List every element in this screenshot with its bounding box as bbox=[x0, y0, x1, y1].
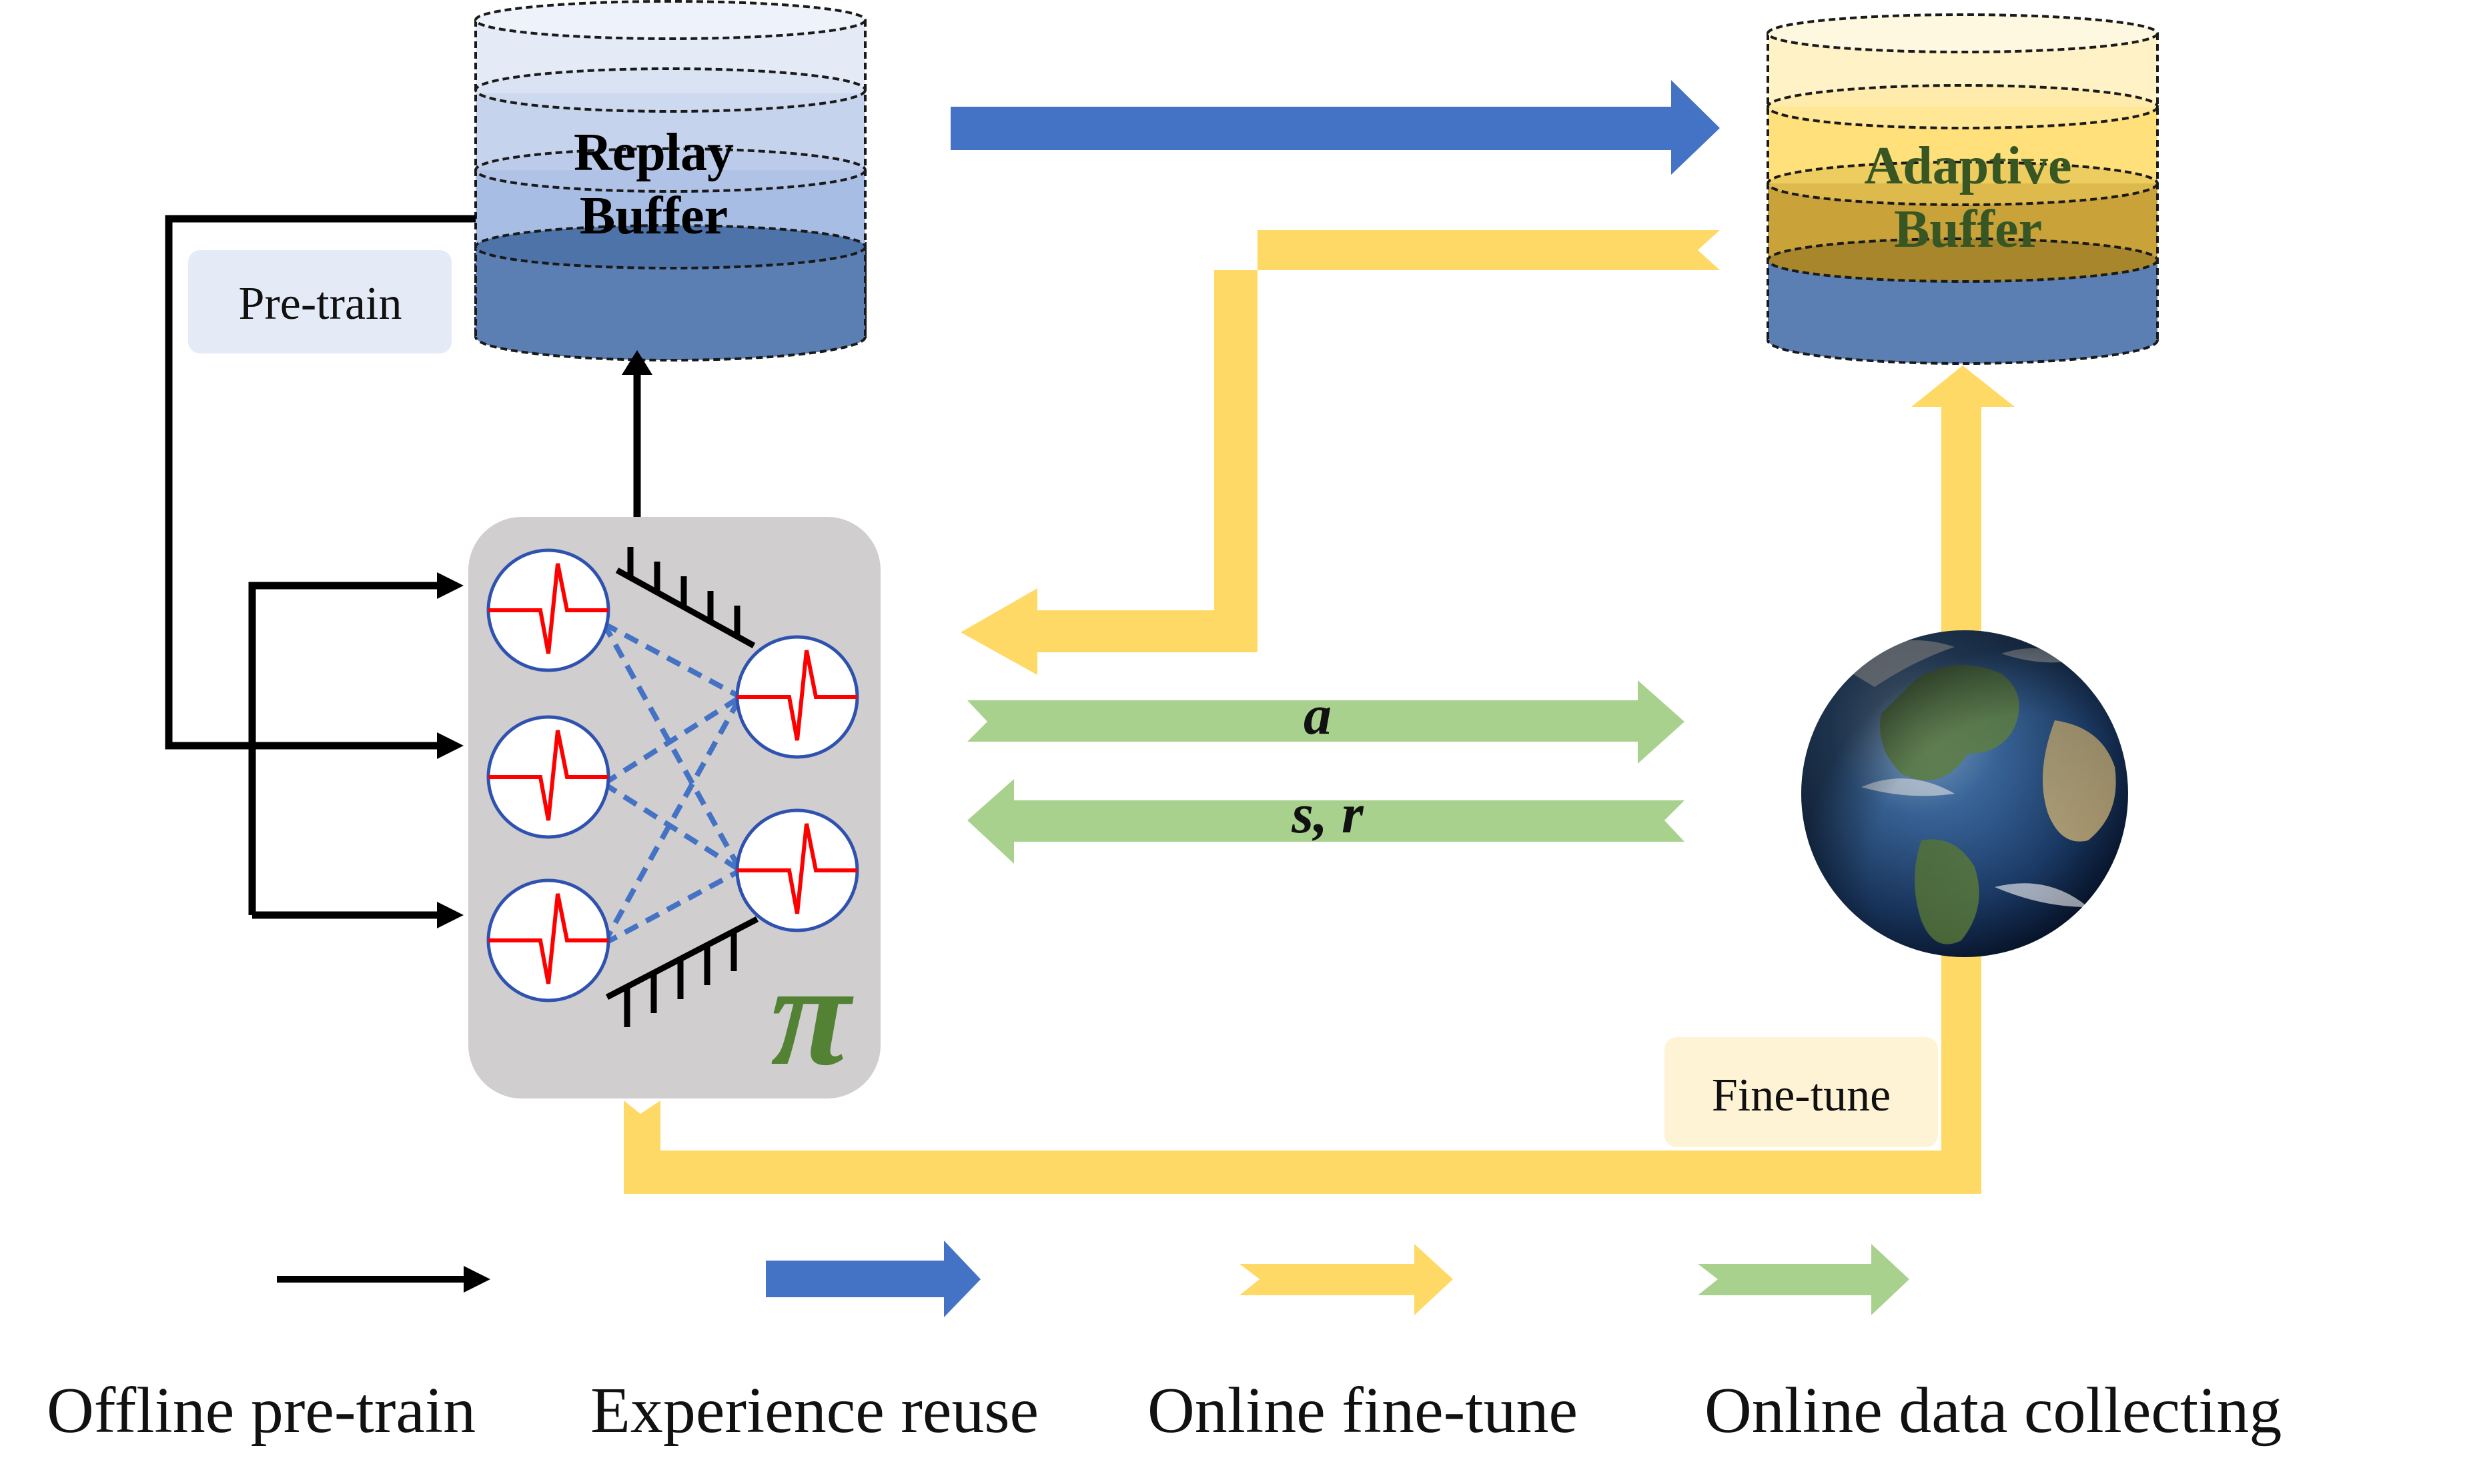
finetune-label-box bbox=[1664, 1037, 1938, 1147]
legend-reuse-swatch bbox=[766, 1241, 981, 1317]
experience-reuse-arrow bbox=[951, 80, 1720, 175]
replay-buffer-line1: Replay bbox=[574, 123, 734, 182]
pretrain-label-box bbox=[188, 250, 452, 353]
neuron-input-1 bbox=[486, 548, 610, 672]
action-label: a bbox=[1304, 684, 1332, 746]
replay-buffer-line2: Buffer bbox=[580, 187, 728, 245]
offline-pretrain-connectors bbox=[165, 215, 652, 928]
pretrain-label: Pre-train bbox=[239, 278, 402, 329]
replay-buffer: Replay Buffer bbox=[474, 0, 867, 361]
legend-finetune-swatch bbox=[1240, 1244, 1453, 1315]
legend-offline-swatch bbox=[277, 1266, 490, 1293]
legend-label-reuse: Experience reuse bbox=[590, 1375, 1039, 1447]
legend-label-offline: Offline pre-train bbox=[47, 1375, 476, 1447]
finetune-label: Fine-tune bbox=[1712, 1070, 1891, 1121]
state-reward-label: s, r bbox=[1291, 783, 1364, 845]
neuron-output-1 bbox=[735, 635, 859, 759]
neuron-output-2 bbox=[735, 808, 859, 932]
legend: Offline pre-train Experience reuse Onlin… bbox=[47, 1241, 2282, 1447]
neuron-input-3 bbox=[486, 878, 610, 1002]
adaptive-buffer-line2: Buffer bbox=[1894, 200, 2042, 259]
legend-label-collect: Online data collecting bbox=[1704, 1375, 2282, 1447]
legend-label-finetune: Online fine-tune bbox=[1147, 1375, 1578, 1447]
state-reward-arrow bbox=[967, 779, 1684, 864]
policy-network: π bbox=[468, 517, 881, 1098]
policy-symbol: π bbox=[771, 933, 854, 1096]
adaptive-buffer-line1: Adaptive bbox=[1864, 137, 2071, 195]
neuron-input-2 bbox=[486, 715, 610, 839]
adaptive-buffer: Adaptive Buffer bbox=[1767, 13, 2159, 365]
earth-icon bbox=[1801, 630, 2128, 957]
finetune-buffer-to-policy-arrow bbox=[961, 230, 1720, 675]
action-arrow bbox=[967, 680, 1684, 764]
legend-collect-swatch bbox=[1698, 1244, 1909, 1315]
